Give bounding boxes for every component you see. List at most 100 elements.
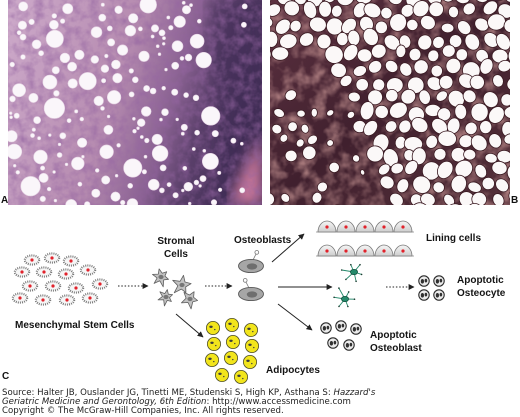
fat-vacuole	[420, 15, 436, 31]
fat-vacuole	[132, 117, 136, 121]
fat-vacuole	[166, 182, 172, 187]
fat-vacuole	[59, 52, 71, 64]
fat-vacuole	[279, 133, 289, 143]
fat-vacuole	[404, 160, 419, 175]
fat-vacuole	[346, 110, 355, 119]
lining-cell	[336, 244, 356, 257]
osteocyte-process-tip	[347, 291, 350, 293]
fat-vacuole	[488, 133, 503, 149]
cell-body	[223, 350, 238, 365]
adipocyte	[223, 350, 238, 365]
cell-body	[224, 317, 239, 332]
label-apoptotic-osteoblast-line1: Apoptotic	[370, 330, 417, 341]
fat-vacuole	[462, 89, 477, 104]
fat-vacuole	[411, 117, 429, 133]
fat-vacuole	[183, 182, 194, 192]
fat-vacuole	[399, 62, 413, 77]
fat-vacuole	[273, 108, 285, 118]
fat-vacuole	[150, 34, 155, 39]
osteocyte-process-tip	[353, 298, 356, 301]
fat-vacuole	[479, 58, 494, 75]
cell-body	[243, 322, 258, 337]
fat-vacuole	[192, 94, 200, 102]
fat-vacuole	[104, 53, 109, 59]
mesenchymal-stem-cell	[81, 292, 99, 304]
fat-vacuole	[136, 126, 140, 130]
fat-vacuole	[64, 162, 69, 167]
nuclear-fragment	[439, 292, 443, 297]
fat-vacuole	[59, 18, 66, 24]
mesenchymal-stem-cell	[11, 292, 29, 304]
fat-vacuole	[198, 184, 202, 188]
fat-vacuole	[363, 120, 379, 137]
fat-vacuole	[482, 91, 499, 108]
cell-membrane	[418, 275, 430, 287]
adipocytes	[204, 317, 259, 384]
apoptotic-cell	[418, 275, 430, 287]
cell-nucleus	[401, 249, 405, 253]
fat-vacuole	[66, 118, 72, 123]
fat-vacuole	[31, 127, 36, 132]
fat-vacuole	[161, 108, 169, 116]
arrow-osteoblast-to-apoptotic	[277, 303, 313, 331]
adipocyte	[204, 352, 219, 367]
osteocyte-body	[341, 295, 349, 303]
fat-vacuole	[296, 109, 306, 118]
fat-vacuole	[28, 18, 35, 26]
osteoblast-vesicle	[254, 250, 260, 255]
cell-nucleus	[163, 294, 169, 300]
osteoblast	[238, 250, 264, 274]
fat-vacuole	[116, 143, 121, 148]
tissue-texture	[270, 0, 510, 205]
cell-body	[233, 369, 248, 384]
fat-vacuole	[116, 44, 129, 56]
fat-vacuole	[368, 60, 383, 74]
fat-vacuole	[57, 142, 62, 147]
fat-vacuole	[74, 49, 85, 60]
fat-vacuole	[443, 193, 455, 205]
fat-vacuole	[271, 123, 283, 135]
fat-vacuoles	[8, 0, 248, 205]
fat-vacuole	[100, 106, 105, 111]
nuclear-fragment	[326, 325, 330, 330]
fat-vacuole	[492, 74, 504, 88]
nuclear-fragment	[337, 324, 341, 329]
apoptotic-cell	[327, 337, 339, 349]
fat-vacuole	[51, 66, 60, 75]
fat-vacuole	[474, 164, 488, 179]
fat-vacuole	[448, 34, 463, 48]
fat-vacuole	[59, 132, 67, 140]
cell-nucleus	[363, 225, 367, 229]
fat-vacuole	[181, 0, 186, 5]
cell-nucleus	[208, 357, 212, 360]
fat-vacuole	[162, 36, 166, 41]
cell-nucleus	[228, 322, 232, 325]
nuclear-fragment	[352, 327, 356, 332]
fat-vacuole	[241, 3, 248, 10]
nuclear-fragment	[345, 343, 349, 348]
fat-vacuole	[331, 4, 343, 18]
fat-vacuole	[270, 3, 282, 17]
fat-vacuole	[40, 165, 46, 171]
fat-vacuole	[471, 191, 487, 205]
cell-membrane	[320, 322, 332, 334]
fat-vacuole	[114, 5, 123, 15]
osteoblast-vesicle	[242, 278, 248, 283]
nuclear-fragment	[420, 279, 424, 284]
fat-vacuole	[53, 90, 60, 97]
source-authors: Source: Halter JB, Ouslander JG, Tinetti…	[2, 388, 334, 398]
fat-vacuole	[408, 47, 422, 62]
fat-vacuole	[426, 76, 443, 91]
fat-vacuole	[454, 103, 468, 120]
fat-vacuole	[474, 0, 490, 3]
fat-vacuole	[182, 166, 188, 171]
cell-nucleus	[64, 272, 68, 276]
fat-vacuole	[507, 47, 510, 66]
fat-vacuole	[482, 0, 499, 16]
fat-vacuole	[432, 35, 445, 49]
cell-nucleus	[237, 374, 241, 377]
fat-vacuole	[384, 59, 399, 73]
adipocyte	[205, 320, 220, 335]
lining-cell	[336, 220, 356, 233]
adipocyte	[243, 322, 258, 337]
